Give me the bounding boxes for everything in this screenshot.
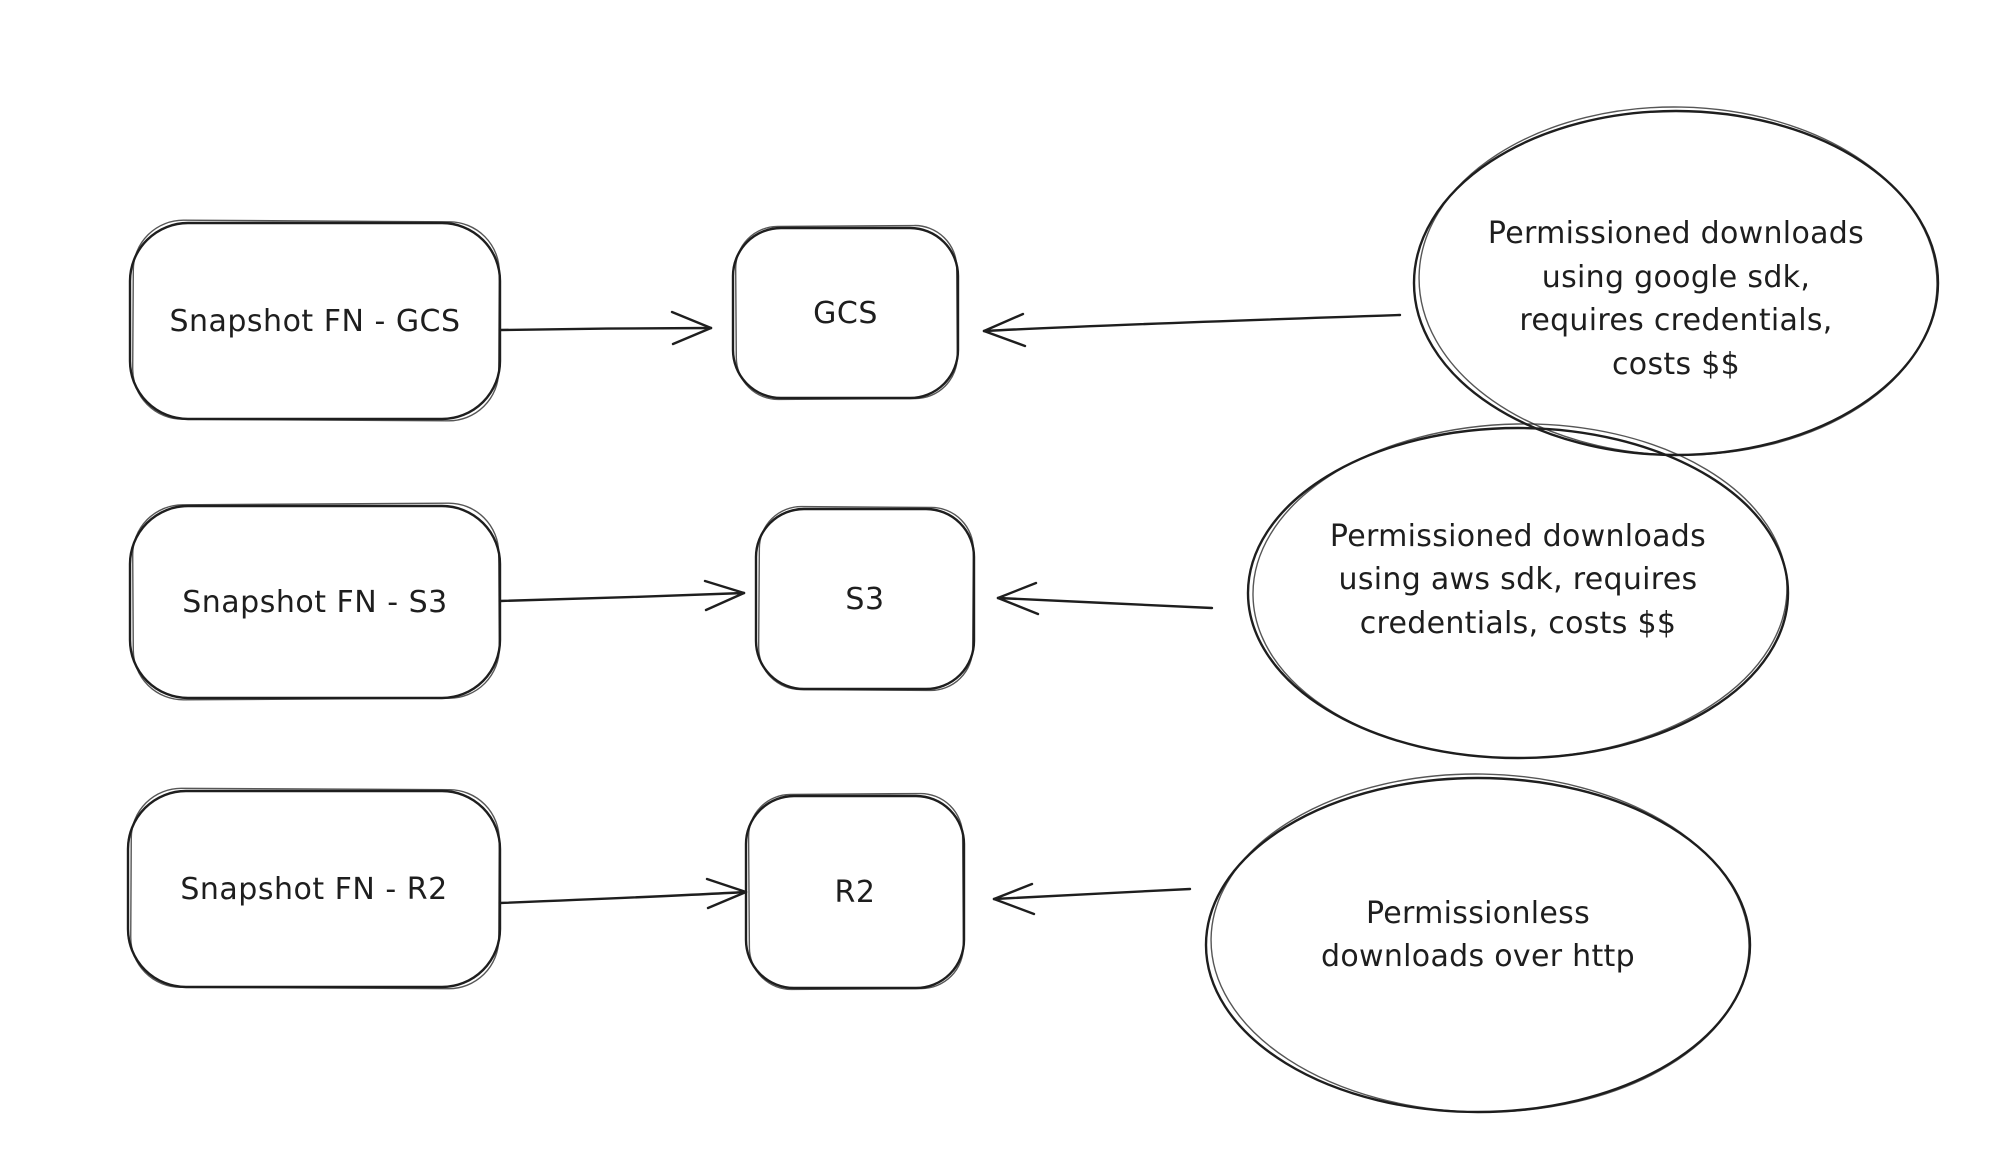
- arrow-s3-note-to-s3: [996, 581, 1214, 616]
- s3-note-ellipse-shape: [1246, 423, 1790, 760]
- gcs-box-shape: [731, 224, 960, 401]
- snapshot-fn-r2-box-shape: [126, 787, 502, 990]
- arrow-snapshot-to-gcs: [498, 310, 713, 346]
- arrow-r2-note-to-r2: [992, 882, 1192, 916]
- arrow-snapshot-to-r2: [498, 877, 748, 910]
- arrow-snapshot-to-s3: [498, 579, 746, 612]
- snapshot-fn-s3-box-shape: [128, 502, 502, 701]
- gcs-note-ellipse-shape: [1412, 106, 1940, 457]
- r2-box-shape: [744, 792, 966, 991]
- r2-note-ellipse-shape: [1204, 773, 1752, 1114]
- s3-box-shape: [754, 505, 976, 692]
- snapshot-fn-gcs-box-shape: [128, 219, 502, 422]
- arrow-gcs-note-to-gcs: [982, 312, 1402, 348]
